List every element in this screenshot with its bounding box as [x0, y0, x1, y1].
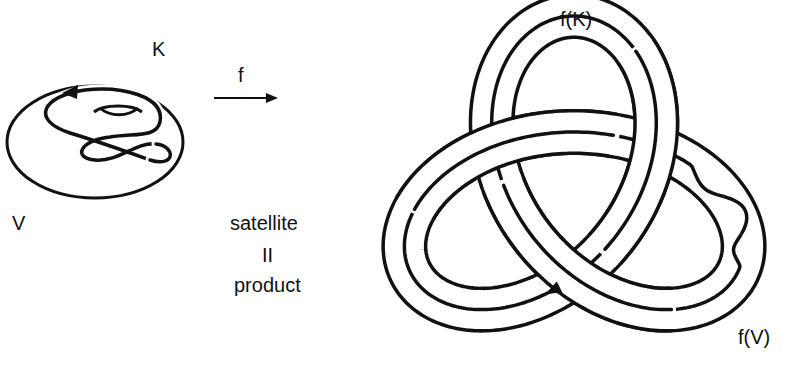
torus-label: V — [12, 212, 25, 234]
tube-inside — [413, 132, 620, 213]
orientation-arrow — [543, 282, 563, 300]
knot-fk — [404, 16, 746, 310]
equals-sign: II — [262, 244, 273, 266]
map-arrow-f — [214, 93, 278, 103]
satellite-torus-fv — [404, 16, 746, 310]
knot-label: K — [152, 38, 165, 60]
caption-word: product — [234, 274, 301, 296]
image-knot-label: f(K) — [560, 8, 592, 30]
tube-inside — [404, 16, 743, 310]
knot-k — [46, 85, 171, 162]
caption-word: satellite — [230, 212, 298, 234]
knot-fk — [415, 132, 614, 209]
solid-torus-v — [7, 86, 183, 198]
clasp-gap — [724, 197, 747, 234]
tube-outline — [404, 16, 743, 310]
map-label: f — [238, 64, 244, 86]
image-torus-label: f(V) — [738, 326, 770, 348]
knot-fk — [724, 197, 747, 234]
